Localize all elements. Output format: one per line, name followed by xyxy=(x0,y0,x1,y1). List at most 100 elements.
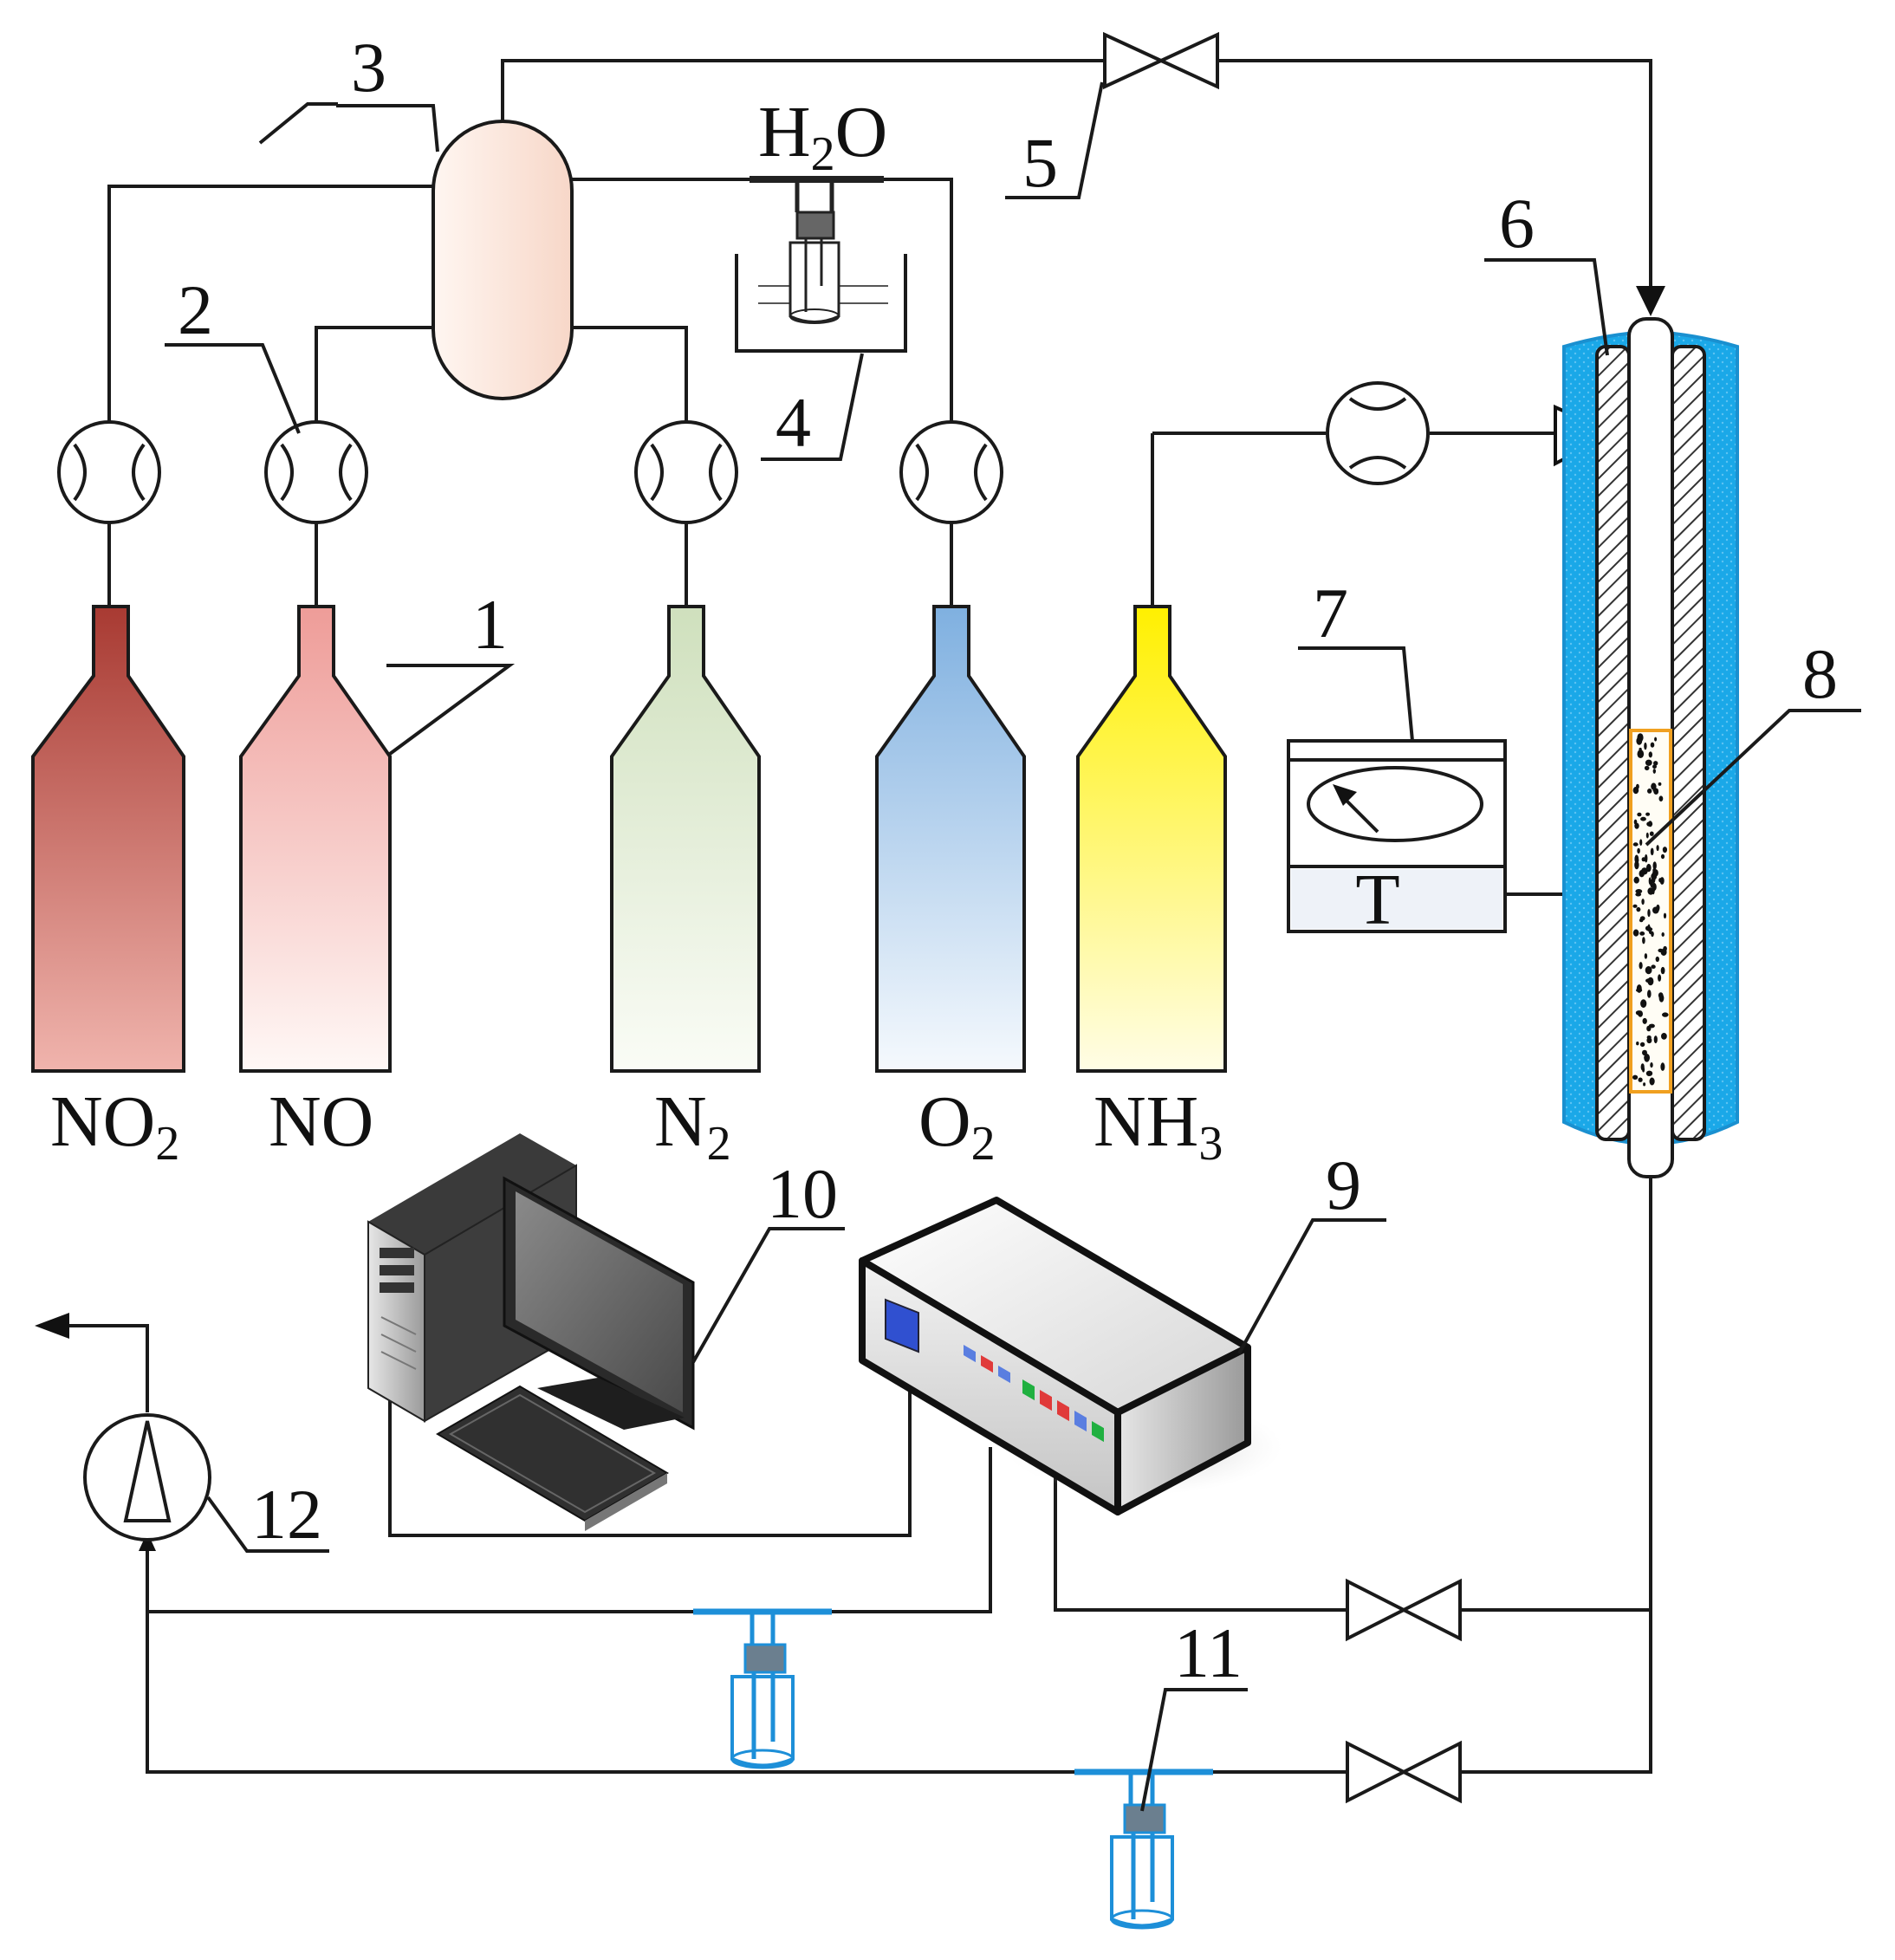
flow-meter-icon xyxy=(634,420,738,524)
catalyst-particle xyxy=(1645,966,1652,975)
catalyst-particles xyxy=(1632,733,1669,1087)
catalyst-particle xyxy=(1652,764,1657,769)
catalyst-particle xyxy=(1645,812,1651,816)
catalyst-particle xyxy=(1662,1012,1669,1017)
catalyst-particle xyxy=(1634,854,1639,864)
valve-analyzer-icon xyxy=(1346,1578,1462,1642)
temperature-controller: T xyxy=(1287,739,1507,940)
flow-meter-icon xyxy=(264,420,368,524)
catalyst-particle xyxy=(1647,789,1652,794)
catalyst-particle xyxy=(1637,812,1642,817)
gas-cylinders xyxy=(31,605,1227,1073)
catalyst-particle xyxy=(1658,994,1665,1003)
absorption-bottle-upper xyxy=(693,1608,832,1769)
catalyst-particle xyxy=(1661,1033,1667,1040)
catalyst-particle xyxy=(1648,1023,1655,1029)
fixed-bed-reactor xyxy=(1562,317,1739,1178)
catalyst-particle xyxy=(1651,782,1657,790)
catalyst-particle xyxy=(1635,889,1643,894)
gas-label-n2: N2 xyxy=(654,1081,731,1171)
catalyst-particle xyxy=(1633,876,1639,884)
catalyst-particle xyxy=(1660,853,1665,860)
catalyst-particle xyxy=(1647,887,1654,895)
gas-label-nh3: NH3 xyxy=(1094,1081,1223,1171)
furnace-wall-left xyxy=(1595,345,1631,1141)
label-5: 5 xyxy=(1022,123,1058,202)
flow-meter-icon xyxy=(899,420,1003,524)
gas-label-no: NO xyxy=(269,1081,373,1162)
label-10: 10 xyxy=(767,1154,838,1233)
catalyst-particle xyxy=(1639,962,1643,970)
label-6: 6 xyxy=(1499,184,1535,263)
exhaust-arrow xyxy=(35,1313,69,1339)
catalyst-particle xyxy=(1632,1074,1639,1081)
catalyst-particle xyxy=(1652,873,1658,877)
catalyst-particle xyxy=(1654,737,1658,742)
flow-meter-icon xyxy=(57,420,161,524)
catalyst-particle xyxy=(1659,877,1665,885)
leader-lines xyxy=(165,81,1861,1812)
valve-5-icon xyxy=(1103,31,1219,90)
catalyst-particle xyxy=(1639,931,1645,936)
catalyst-particle xyxy=(1634,860,1639,870)
gas-mixer xyxy=(432,120,574,400)
water-label: H2O xyxy=(758,92,887,181)
flue-gas-analyzer xyxy=(859,1197,1282,1515)
catalyst-particle xyxy=(1636,984,1642,993)
catalyst-particle xyxy=(1653,761,1658,766)
reactor-inlet-arrow xyxy=(1636,286,1665,316)
water-humidifier xyxy=(735,176,907,353)
label-12: 12 xyxy=(251,1475,322,1554)
catalyst-particle xyxy=(1638,1077,1643,1082)
label-1: 1 xyxy=(472,585,508,664)
catalyst-particle xyxy=(1636,1042,1639,1046)
label-7: 7 xyxy=(1313,574,1348,652)
catalyst-particle xyxy=(1652,861,1657,870)
catalyst-particle xyxy=(1636,783,1639,789)
catalyst-particle xyxy=(1651,931,1654,938)
furnace-wall-right xyxy=(1671,345,1706,1141)
catalyst-particle xyxy=(1658,782,1662,786)
catalyst-particle xyxy=(1638,1010,1643,1017)
catalyst-particle xyxy=(1640,1063,1645,1071)
catalyst-particle xyxy=(1662,847,1667,853)
catalyst-particle xyxy=(1644,765,1650,771)
catalyst-particle xyxy=(1658,974,1662,982)
label-4: 4 xyxy=(776,383,811,462)
catalyst-particle xyxy=(1647,909,1651,918)
catalyst-particle xyxy=(1649,831,1654,836)
catalyst-particle xyxy=(1656,904,1660,912)
catalyst-particle xyxy=(1635,892,1642,897)
cylinder-nh3 xyxy=(1076,605,1227,1073)
analyzer-display xyxy=(885,1298,919,1353)
catalyst-particle xyxy=(1646,1035,1652,1040)
catalyst-particle xyxy=(1644,742,1647,750)
cylinder-no xyxy=(239,605,392,1073)
catalyst-particle xyxy=(1650,847,1654,856)
label-9: 9 xyxy=(1326,1145,1361,1224)
catalyst-particle xyxy=(1641,867,1648,875)
catalyst-particle xyxy=(1639,839,1643,846)
catalyst-particle xyxy=(1632,842,1639,847)
mass-flow-meters xyxy=(57,381,1430,524)
catalyst-particle xyxy=(1645,1070,1653,1077)
catalyst-particle xyxy=(1651,964,1656,969)
catalyst-particle xyxy=(1648,751,1653,758)
catalyst-particle xyxy=(1656,845,1659,852)
component-numbers: 1 2 3 4 5 6 7 8 9 10 11 12 xyxy=(178,28,1838,1692)
catalyst-particle xyxy=(1660,966,1665,975)
catalyst-particle xyxy=(1634,822,1639,829)
catalyst-particle xyxy=(1652,769,1657,774)
catalyst-particle xyxy=(1644,953,1648,959)
label-2: 2 xyxy=(178,270,213,349)
cylinder-no2 xyxy=(31,605,185,1073)
catalyst-particle xyxy=(1647,924,1651,932)
catalyst-particle xyxy=(1650,742,1655,748)
catalyst-particle xyxy=(1646,821,1653,827)
label-3: 3 xyxy=(351,28,386,107)
catalyst-particle xyxy=(1642,937,1645,944)
computer xyxy=(367,1133,695,1531)
catalyst-particle xyxy=(1652,882,1657,892)
gas-label-no2: NO2 xyxy=(50,1081,179,1171)
